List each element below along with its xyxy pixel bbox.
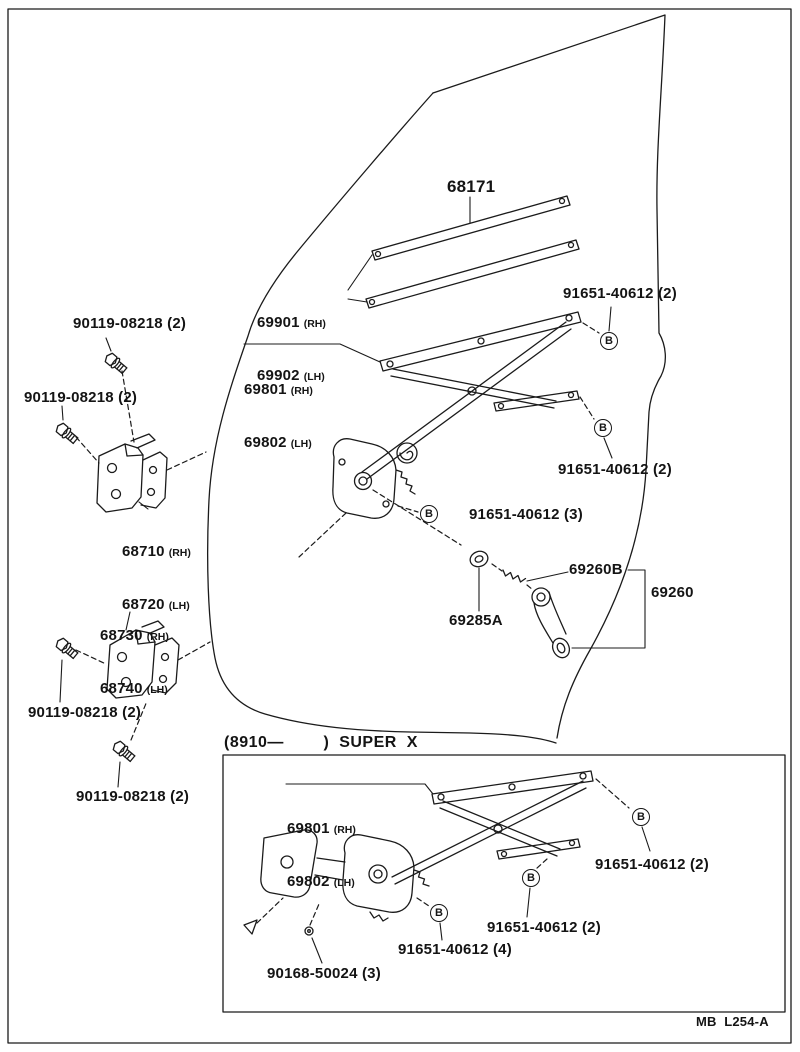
part-number: 68710 xyxy=(122,543,165,560)
crank-handle xyxy=(531,587,571,659)
side-tag: (LH) xyxy=(290,438,312,450)
inset-box xyxy=(222,754,786,1013)
part-label-reg-bolt-upper: 91651-40612 (2) xyxy=(563,285,677,302)
fastener-marker-b: B xyxy=(522,869,540,887)
part-number: 68740 xyxy=(100,680,143,697)
part-label-inset-bolt-mount: 91651-40612 (4) xyxy=(398,941,512,958)
side-tag: (LH) xyxy=(333,877,355,889)
part-number: 69801 xyxy=(287,820,330,837)
door-outline xyxy=(207,14,666,744)
part-label-motor-screw: 90168-50024 (3) xyxy=(267,965,381,982)
bolt-icon xyxy=(53,635,80,661)
fastener-marker-b: B xyxy=(632,808,650,826)
part-label-hinge-bolt-2: 90119-08218 (2) xyxy=(24,389,138,406)
part-label-regulator: 69801(RH) 69802(LH) xyxy=(244,347,313,487)
handle-spring xyxy=(502,569,527,583)
part-label-glass-run: 68171 xyxy=(447,177,496,196)
dashed-lines xyxy=(75,322,630,926)
fastener-marker-b: B xyxy=(430,904,448,922)
part-label-hinge-bolt-3: 90119-08218 (2) xyxy=(28,704,142,721)
part-label-inset-regulator: 69801(RH) 69802(LH) xyxy=(287,786,356,926)
part-label-hinge-bolt-1: 90119-08218 (2) xyxy=(73,315,187,332)
side-tag: (LH) xyxy=(146,684,168,696)
part-number: 69902 xyxy=(257,367,300,384)
part-label-hinge-lower: 68730(RH) 68740(LH) xyxy=(100,593,169,733)
side-tag: (RH) xyxy=(333,824,356,836)
bolt-icon xyxy=(53,420,80,446)
part-label-handle-spring: 69260B xyxy=(569,561,623,578)
part-number: 69801 xyxy=(244,381,287,398)
part-label-escutcheon: 69285A xyxy=(449,612,503,629)
side-tag: (LH) xyxy=(168,600,190,612)
part-label-reg-bolt-mount: 91651-40612 (3) xyxy=(469,506,583,523)
escutcheon-washer xyxy=(469,550,489,568)
part-label-hinge-upper: 68710(RH) 68720(LH) xyxy=(122,509,191,649)
part-label-hinge-bolt-4: 90119-08218 (2) xyxy=(76,788,190,805)
side-tag: (RH) xyxy=(290,385,313,397)
glass-channel-bars xyxy=(365,195,580,309)
window-regulator-inset xyxy=(342,770,594,922)
page-border xyxy=(7,8,792,1044)
part-number: 69802 xyxy=(244,434,287,451)
side-tag: (RH) xyxy=(168,547,191,559)
lower-hinge xyxy=(106,620,180,699)
part-label-reg-bolt-lower: 91651-40612 (2) xyxy=(558,461,672,478)
part-label-inset-bolt-lower: 91651-40612 (2) xyxy=(487,919,601,936)
fastener-marker-b: B xyxy=(420,505,438,523)
fastener-marker-b: B xyxy=(600,332,618,350)
motor-screws xyxy=(243,919,314,936)
part-number: 68730 xyxy=(100,627,143,644)
bolt-icon xyxy=(110,738,137,764)
bolt-icon xyxy=(102,350,129,376)
window-regulator-main xyxy=(332,311,582,519)
part-label-handle: 69260 xyxy=(651,584,694,601)
part-number: 69802 xyxy=(287,873,330,890)
part-label-belt-channel: 69901(RH) 69902(LH) xyxy=(257,280,326,420)
inset-header: (8910— ) SUPER X xyxy=(224,734,418,751)
side-tag: (RH) xyxy=(146,631,169,643)
part-number: 69901 xyxy=(257,314,300,331)
fastener-marker-b: B xyxy=(594,419,612,437)
part-number: 68720 xyxy=(122,596,165,613)
upper-hinge xyxy=(96,433,168,513)
side-tag: (LH) xyxy=(303,371,325,383)
regulator-motor xyxy=(260,829,346,898)
part-label-inset-bolt-upper: 91651-40612 (2) xyxy=(595,856,709,873)
page-footer-code: MB L254-A xyxy=(696,1014,769,1029)
side-tag: (RH) xyxy=(303,318,326,330)
leader-lines xyxy=(59,196,651,964)
